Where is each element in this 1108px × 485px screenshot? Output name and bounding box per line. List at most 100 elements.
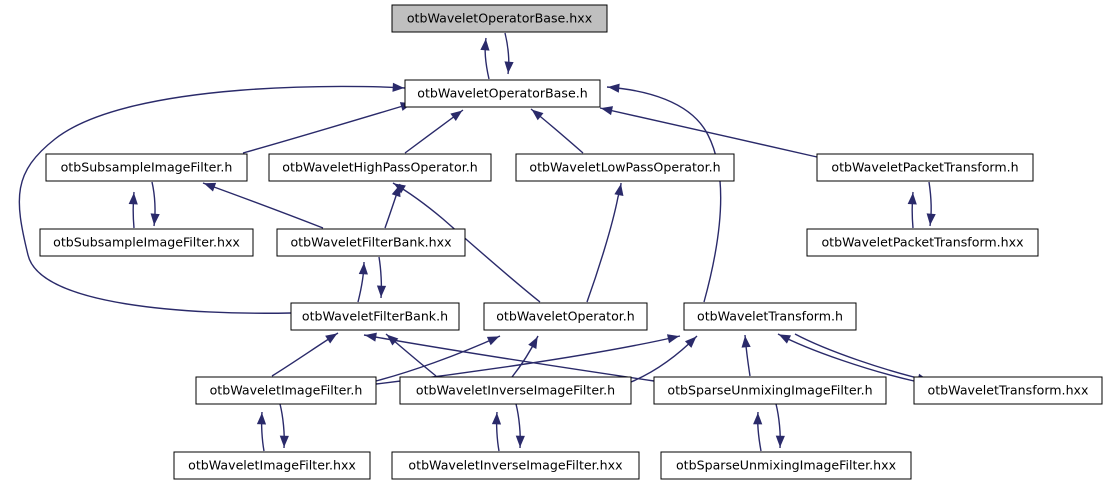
node-box[interactable] [391, 451, 640, 480]
dependency-edge [775, 403, 785, 449]
edge-arrowhead [203, 182, 217, 192]
edge-arrowhead [392, 82, 405, 92]
edge-arrowhead [486, 336, 500, 346]
edge-arrowhead [491, 412, 502, 425]
dependency-edge [794, 333, 931, 383]
graph-node[interactable]: otbWaveletOperatorBase.h [404, 79, 601, 108]
edge-arrowhead [775, 435, 785, 448]
edge-arrowhead [376, 285, 387, 298]
node-box[interactable] [653, 376, 887, 405]
dependency-edge [511, 335, 539, 378]
graph-node[interactable]: otbWaveletOperatorBase.hxx [391, 4, 608, 33]
graph-node[interactable]: otbWaveletTransform.hxx [913, 376, 1103, 405]
edge-arrowhead [666, 334, 680, 344]
edge-line [599, 107, 818, 158]
dependency-edge [777, 333, 915, 382]
node-label: otbWaveletLowPassOperator.h [529, 160, 720, 175]
graph-node[interactable]: otbWaveletHighPassOperator.h [268, 153, 492, 182]
edge-line [202, 182, 324, 229]
node-box[interactable] [268, 153, 492, 182]
graph-node[interactable]: otbWaveletPacketTransform.hxx [806, 228, 1039, 257]
dependency-edge [586, 182, 624, 303]
node-box[interactable] [173, 451, 371, 480]
edge-arrowhead [907, 192, 917, 205]
edge-arrowhead [256, 412, 267, 425]
dependency-edge [606, 83, 722, 303]
graph-node[interactable]: otbSubsampleImageFilter.hxx [39, 228, 254, 257]
edge-line [606, 86, 722, 303]
node-box[interactable] [290, 302, 460, 331]
node-box[interactable] [660, 451, 912, 480]
dependency-edge [599, 106, 818, 158]
node-label: otbWaveletOperator.h [496, 309, 635, 324]
edge-line [777, 333, 915, 382]
graph-node[interactable]: otbSparseUnmixingImageFilter.hxx [660, 451, 912, 480]
graph-node[interactable]: otbWaveletLowPassOperator.h [515, 153, 735, 182]
nodes-layer: otbWaveletOperatorBase.hxx otbWaveletOper… [39, 4, 1103, 480]
graph-node[interactable]: otbWaveletPacketTransform.h [816, 153, 1034, 182]
graph-node[interactable]: otbWaveletInverseImageFilter.h [399, 376, 632, 405]
edge-line [242, 102, 414, 154]
edge-line [375, 335, 501, 382]
node-box[interactable] [195, 376, 377, 405]
dependency-edge [376, 256, 387, 299]
node-box[interactable] [913, 376, 1103, 405]
node-box[interactable] [399, 376, 632, 405]
node-box[interactable] [45, 153, 248, 182]
node-label: otbSparseUnmixingImageFilter.hxx [676, 458, 897, 473]
edge-arrowhead [531, 109, 544, 121]
graph-node[interactable]: otbWaveletImageFilter.h [195, 376, 377, 405]
dependency-edge [753, 411, 763, 452]
edge-arrowhead [778, 334, 792, 344]
dependency-edge [363, 332, 655, 382]
graph-node[interactable]: otbSparseUnmixingImageFilter.h [653, 376, 887, 405]
edge-arrowhead [504, 61, 514, 74]
edge-arrowhead [325, 333, 338, 344]
dependency-edge [504, 32, 514, 75]
node-box[interactable] [816, 153, 1034, 182]
edge-arrowhead [926, 213, 936, 226]
node-box-current[interactable] [391, 4, 608, 33]
graph-node[interactable]: otbWaveletFilterBank.hxx [276, 228, 466, 257]
node-label: otbWaveletImageFilter.h [210, 383, 363, 398]
node-label: otbWaveletFilterBank.h [302, 309, 448, 324]
edge-arrowhead [684, 336, 697, 348]
node-box[interactable] [806, 228, 1039, 257]
graph-node[interactable]: otbWaveletInverseImageFilter.hxx [391, 451, 640, 480]
node-box[interactable] [515, 153, 735, 182]
graph-node[interactable]: otbWaveletImageFilter.hxx [173, 451, 371, 480]
graph-node[interactable]: otbWaveletOperator.h [483, 302, 648, 331]
edge-arrowhead [279, 435, 289, 448]
node-box[interactable] [683, 302, 857, 331]
dependency-edge [515, 403, 525, 449]
dependency-edge [128, 191, 138, 229]
dependency-edge [202, 182, 324, 229]
dependency-edge [480, 37, 490, 80]
dependency-edge [271, 332, 339, 377]
dependency-edge [741, 334, 751, 377]
edge-arrowhead [753, 412, 763, 425]
node-label: otbWaveletOperatorBase.hxx [407, 11, 593, 26]
graph-node[interactable]: otbWaveletFilterBank.h [290, 302, 460, 331]
node-box[interactable] [39, 228, 254, 257]
node-label: otbWaveletTransform.hxx [928, 383, 1089, 398]
graph-node[interactable]: otbSubsampleImageFilter.h [45, 153, 248, 182]
node-label: otbSubsampleImageFilter.h [61, 160, 233, 175]
node-label: otbSparseUnmixingImageFilter.h [667, 383, 872, 398]
edge-line [363, 334, 655, 382]
dependency-edge [491, 411, 502, 452]
dependency-edge [18, 82, 406, 314]
node-label: otbWaveletInverseImageFilter.hxx [408, 458, 623, 473]
node-box[interactable] [404, 79, 601, 108]
edge-line [586, 182, 622, 303]
edge-line [392, 182, 541, 303]
edge-arrowhead [614, 183, 624, 196]
node-box[interactable] [276, 228, 466, 257]
edges-layer [18, 32, 936, 452]
edge-arrowhead [150, 213, 160, 226]
dependency-edge [242, 102, 414, 154]
dependency-edge [256, 411, 267, 452]
graph-node[interactable]: otbWaveletTransform.h [683, 302, 857, 331]
node-box[interactable] [483, 302, 648, 331]
